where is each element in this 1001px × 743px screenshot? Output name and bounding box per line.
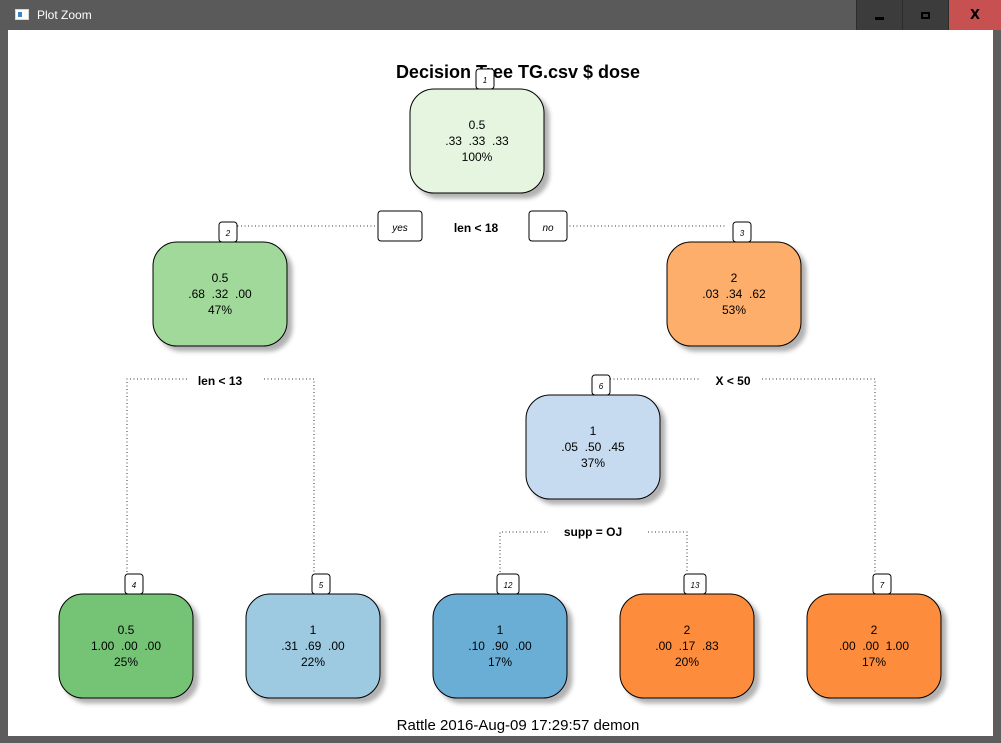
minimize-button[interactable] [856,0,902,30]
tree-node-3: 3 2 .03 .34 .62 53% [666,221,802,347]
node-coverage-percent: 25% [114,655,138,669]
node-number: 1 [483,76,487,85]
node-coverage-percent: 20% [675,655,699,669]
node-number-tag [475,68,495,90]
node-number: 2 [225,229,231,238]
tree-node-6: 6 1 .05 .50 .45 37% [525,374,661,500]
window-title: Plot Zoom [37,8,92,22]
no-branch-label: no [542,223,554,234]
node-number: 3 [740,229,745,238]
app-window-icon [15,9,29,20]
node-coverage-percent: 22% [301,655,325,669]
node-class-probabilities: .10 .90 .00 [468,639,532,653]
node-number-tag [683,573,707,595]
node-predicted-class: 1 [310,623,317,637]
node-number-tag [496,573,520,595]
plot-footer: Rattle 2016-Aug-09 17:29:57 demon [397,717,640,734]
node-number-tag [124,573,144,595]
node-coverage-percent: 37% [581,456,605,470]
tree-node-2: 2 0.5 .68 .32 .00 47% [152,221,288,347]
node-predicted-class: 0.5 [212,271,229,285]
close-button[interactable]: X [948,0,1001,30]
node-coverage-percent: 17% [862,655,886,669]
node-predicted-class: 2 [731,271,738,285]
branch-lines [126,225,876,572]
node-coverage-percent: 100% [462,150,493,164]
node-number-tag [872,573,892,595]
node-number: 5 [319,581,324,590]
node-class-probabilities: 1.00 .00 .00 [91,639,161,653]
node-number: 12 [504,581,513,590]
node-number: 7 [880,581,885,590]
node-number: 6 [599,382,604,391]
node-number: 13 [691,581,700,590]
minimize-icon [875,16,884,20]
node-class-probabilities: .03 .34 .62 [702,287,766,301]
node-class-probabilities: .33 .33 .33 [445,134,509,148]
node-number-tag [218,221,238,243]
node-class-probabilities: .31 .69 .00 [281,639,345,653]
node-number-tag [311,573,331,595]
node-predicted-class: 2 [684,623,691,637]
node-class-probabilities: .05 .50 .45 [561,440,625,454]
node-number-tag [732,221,752,243]
maximize-icon [921,11,930,19]
split-label-node-2: len < 13 [198,374,243,388]
node-class-probabilities: .00 .17 .83 [655,639,719,653]
node-predicted-class: 2 [871,623,878,637]
yes-branch-label: yes [391,223,408,234]
tree-node-7: 7 2 .00 .00 1.00 17% [806,573,942,699]
node-predicted-class: 0.5 [469,118,486,132]
title-bar[interactable]: Plot Zoom X [0,0,1001,30]
tree-node-12: 12 1 .10 .90 .00 17% [432,573,568,699]
node-number: 4 [132,581,137,590]
plot-area: len < 18 len < 13 X < 50 supp = OJ yes n… [8,30,993,736]
node-coverage-percent: 47% [208,303,232,317]
yes-branch-box [377,210,423,242]
no-branch-box [528,210,568,242]
tree-node-5: 5 1 .31 .69 .00 22% [245,573,381,699]
split-label-root: len < 18 [454,221,499,235]
node-predicted-class: 1 [497,623,504,637]
tree-nodes: 1 0.5 .33 .33 .33 100% 2 0.5 .68 .32 .00 47% 3 2.… [58,68,942,699]
node-number-tag [591,374,611,396]
node-coverage-percent: 53% [722,303,746,317]
node-coverage-percent: 17% [488,655,512,669]
node-predicted-class: 1 [590,424,597,438]
tree-node-4: 4 0.5 1.00 .00 .00 25% [58,573,194,699]
node-class-probabilities: .68 .32 .00 [188,287,252,301]
node-class-probabilities: .00 .00 1.00 [839,639,909,653]
maximize-button[interactable] [902,0,948,30]
close-icon: X [969,7,981,23]
decision-tree-plot: len < 18 len < 13 X < 50 supp = OJ yes n… [58,62,942,734]
node-predicted-class: 0.5 [118,623,135,637]
split-label-node-6: supp = OJ [564,525,622,539]
split-label-node-3: X < 50 [715,374,750,388]
tree-node-13: 13 2 .00 .17 .83 20% [619,573,755,699]
tree-node-1: 1 0.5 .33 .33 .33 100% [409,68,545,194]
plot-title: Decision Tree TG.csv $ dose [396,62,640,82]
